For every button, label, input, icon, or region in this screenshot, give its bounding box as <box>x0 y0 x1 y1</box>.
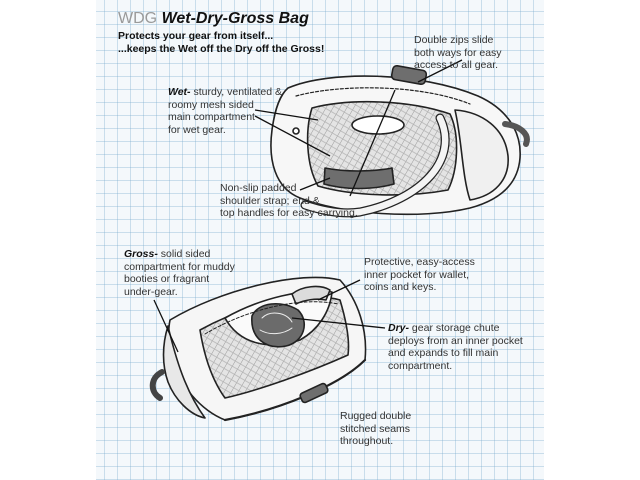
leader-zips <box>417 59 463 83</box>
bottom-bag-seam <box>204 301 339 335</box>
leader-wet-2 <box>254 115 331 157</box>
callout-wet-lead: Wet- <box>168 86 191 98</box>
callout-zips: Double zips slide both ways for easy acc… <box>414 34 502 71</box>
tagline-1: Protects your gear from itself... <box>118 30 274 42</box>
top-bag-shoulder-pad <box>323 167 395 190</box>
bottom-bag <box>149 276 367 422</box>
callout-pocket: Protective, easy-access inner pocket for… <box>364 256 475 293</box>
product-name: Wet-Dry-Gross Bag <box>161 10 309 27</box>
bottom-bag-gross-compartment <box>162 325 206 419</box>
brand-name: WDG <box>118 10 158 27</box>
callout-dry-lead: Dry- <box>388 322 410 334</box>
leader-strap-2 <box>349 89 396 197</box>
callout-leaders <box>153 59 463 353</box>
top-bag-end-handle <box>502 121 530 147</box>
leader-pocket <box>317 279 361 301</box>
leader-gross <box>153 299 179 353</box>
bottom-bag-handle <box>149 369 165 401</box>
callout-gross-lead: Gross- <box>124 248 158 260</box>
top-bag <box>270 64 530 218</box>
callout-gross-text: solid sided compartment for muddy bootie… <box>124 248 235 298</box>
diagram-title: WDG Wet-Dry-Gross Bag <box>118 10 309 28</box>
leader-strap-1 <box>299 177 331 191</box>
bottom-bag-dry-chute <box>251 303 306 348</box>
leader-wet-1 <box>254 109 319 121</box>
top-bag-end-panel <box>454 109 509 201</box>
callout-strap: Non-slip padded shoulder strap; end & to… <box>220 182 358 219</box>
top-bag-logo <box>351 115 405 135</box>
callout-gross: Gross- solid sided compartment for muddy… <box>124 248 235 298</box>
callout-wet-text: sturdy, ventilated & roomy mesh sided ma… <box>168 86 282 136</box>
callout-dry: Dry- gear storage chute deploys from an … <box>388 322 523 372</box>
callout-wet: Wet- sturdy, ventilated & roomy mesh sid… <box>168 86 282 136</box>
bottom-bag-base-grip <box>299 382 329 404</box>
top-bag-zipper <box>295 87 471 105</box>
tagline-2: ...keeps the Wet off the Dry off the Gro… <box>118 43 325 55</box>
leader-dry <box>291 317 386 329</box>
top-bag-ring <box>292 127 300 135</box>
callout-dry-text: gear storage chute deploys from an inner… <box>388 322 523 372</box>
callout-seams: Rugged double stitched seams throughout. <box>340 410 412 447</box>
